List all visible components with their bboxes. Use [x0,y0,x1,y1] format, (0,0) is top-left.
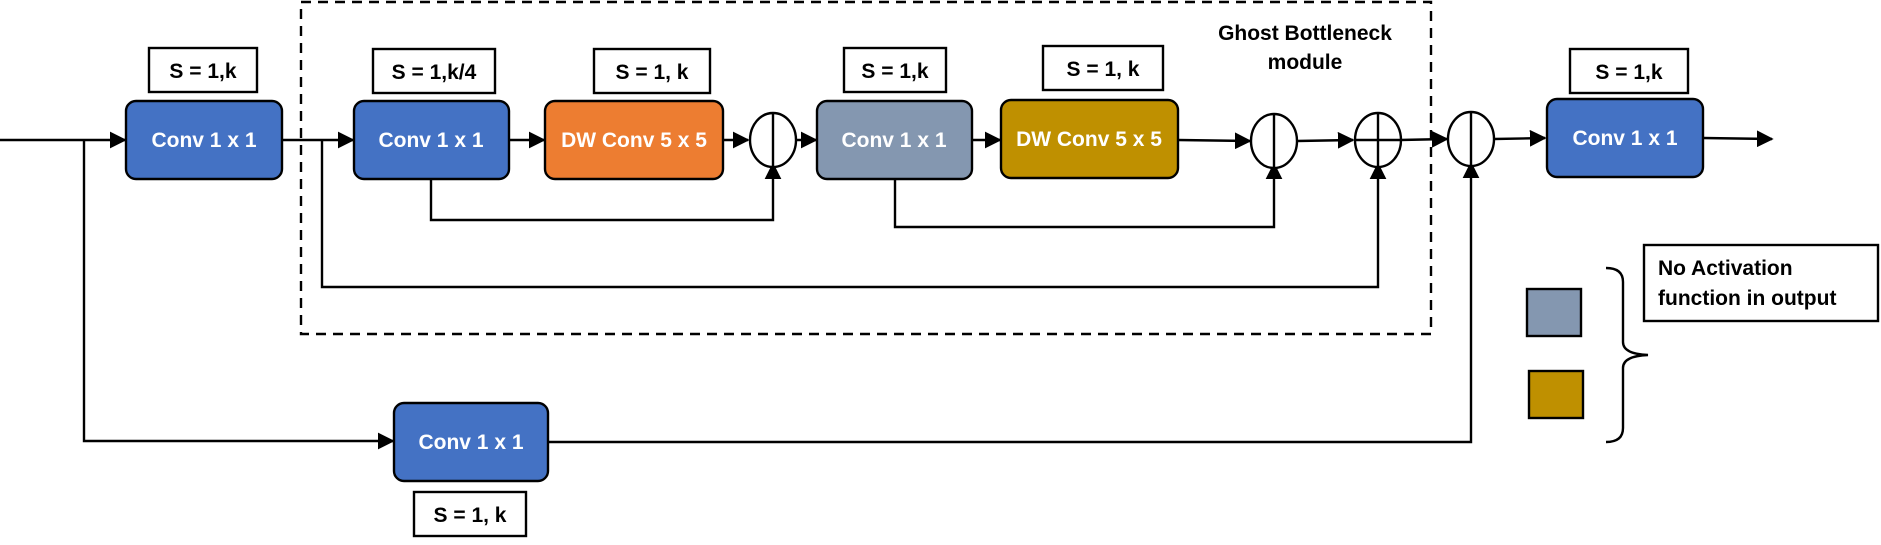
label-conv-in: S = 1,k [147,46,259,94]
svg-text:DW Conv 5 x 5: DW Conv 5 x 5 [1016,128,1162,151]
concat-node-1 [748,111,798,169]
legend-swatch-gold [1527,369,1585,420]
legend-note: No Activation function in output [1642,243,1880,323]
module-title-line2: module [1268,51,1343,74]
svg-text:Conv 1 x 1: Conv 1 x 1 [151,129,256,152]
svg-text:Conv 1 x 1: Conv 1 x 1 [378,129,483,152]
block-dw-ghost1: DW Conv 5 x 5 [543,99,725,181]
label-conv-ghost1: S = 1,k/4 [371,47,497,95]
block-conv-short: Conv 1 x 1 [392,401,550,483]
module-title-line1: Ghost Bottleneck [1218,22,1392,45]
ghost2-dw-to-concat-arrow [1177,132,1252,150]
concat-node-2 [1249,112,1299,170]
svg-text:S = 1,k/4: S = 1,k/4 [392,61,477,84]
block-conv-ghost2: Conv 1 x 1 [815,99,974,181]
concat-node-final [1446,110,1496,168]
label-conv-out: S = 1,k [1568,47,1690,95]
module-residual-arrow [320,140,1387,289]
svg-text:S = 1,k: S = 1,k [169,60,236,83]
legend-swatch-gray [1525,287,1583,338]
svg-text:DW Conv 5 x 5: DW Conv 5 x 5 [561,129,707,152]
ghost-bottleneck-boundary [299,0,1433,336]
svg-text:S = 1,k: S = 1,k [861,60,928,83]
shortcut-branch-arrow [82,140,395,450]
label-dw-ghost1: S = 1, k [592,47,712,95]
svg-text:Conv 1 x 1: Conv 1 x 1 [841,129,946,152]
label-conv-ghost2: S = 1,k [842,46,948,94]
svg-text:function in output: function in output [1658,287,1836,310]
block-conv-out: Conv 1 x 1 [1545,97,1705,179]
legend-brace [1605,266,1649,444]
add-node-module [1353,111,1403,169]
block-conv-in: Conv 1 x 1 [124,99,284,181]
add-to-add-arrow [1399,130,1449,148]
ghost2-bypass-arrow [893,162,1283,229]
shortcut-to-add-arrow [548,161,1480,444]
concat2-to-add-arrow [1296,131,1355,149]
svg-text:Conv 1 x 1: Conv 1 x 1 [1572,127,1677,150]
label-dw-ghost2: S = 1, k [1041,44,1165,92]
label-conv-short: S = 1, k [412,490,528,538]
svg-text:S = 1, k: S = 1, k [1067,58,1140,81]
svg-text:Conv 1 x 1: Conv 1 x 1 [418,431,523,454]
add-to-conv-out-arrow [1493,129,1547,147]
block-dw-ghost2: DW Conv 5 x 5 [999,98,1180,180]
svg-text:No Activation: No Activation [1658,257,1793,280]
block-conv-ghost1: Conv 1 x 1 [352,99,511,181]
output-arrow [1702,130,1774,148]
svg-text:S = 1,k: S = 1,k [1595,61,1662,84]
ghost1-bypass-arrow [429,162,782,222]
svg-text:S = 1, k: S = 1, k [434,504,507,527]
svg-text:S = 1, k: S = 1, k [616,61,689,84]
